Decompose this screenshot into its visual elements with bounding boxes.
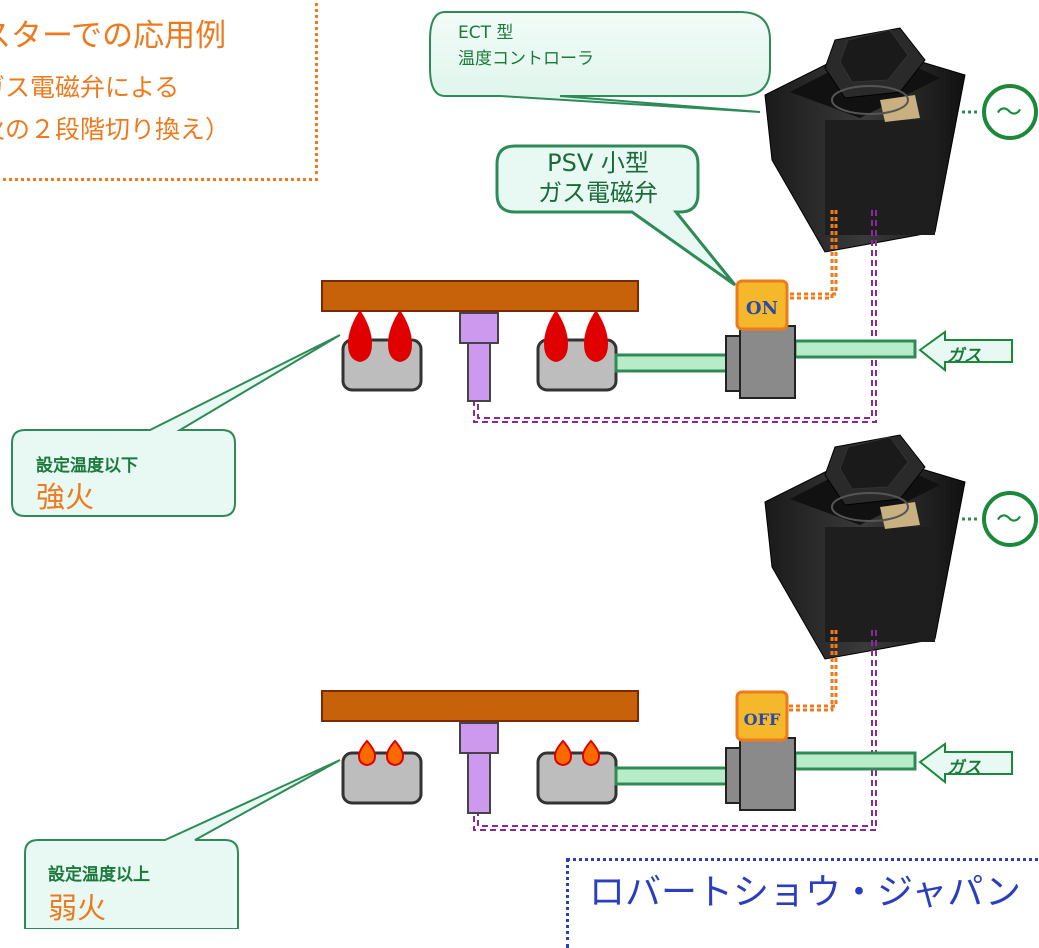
controller-callout-line-2: 温度コントローラ — [458, 49, 594, 69]
solenoid-valve-bottom — [725, 690, 796, 811]
gas-pipe-burner-top — [614, 353, 730, 373]
note-top-line-2: 強火 — [36, 480, 95, 514]
gas-pipe-inlet-bottom — [793, 751, 917, 771]
gas-arrow-bottom — [918, 742, 1013, 785]
valve-callout — [495, 144, 737, 287]
company-name: ロバートショウ・ジャパン — [589, 872, 1022, 913]
flames-weak — [357, 739, 601, 767]
title-line-2: ガス電磁弁による — [0, 73, 180, 102]
burner-right-bottom — [536, 751, 618, 805]
valve-state-label-top: ON — [745, 298, 779, 319]
ac-power-source-top — [962, 84, 1038, 140]
gas-pipe-burner-bottom — [614, 766, 730, 786]
burner-left-bottom — [341, 751, 423, 805]
ac-symbol-bottom: ～ — [996, 505, 1023, 535]
valve-callout-line-1: PSV 小型 — [547, 149, 649, 177]
gas-label-top: ガス — [947, 346, 981, 366]
note-top-line-1: 設定温度以下 — [36, 456, 138, 476]
temperature-probe-top — [459, 312, 499, 402]
temperature-controller-top — [764, 27, 966, 253]
heating-plate-top — [321, 280, 639, 312]
title-box: スターでの応用例 ガス電磁弁による 火の２段階切り換え） — [0, 0, 318, 181]
gas-label-bottom: ガス — [947, 758, 981, 778]
note-bottom-line-1: 設定温度以上 — [48, 865, 150, 885]
top-scene — [11, 27, 1038, 517]
gas-arrow-top — [918, 330, 1013, 373]
note-callout-bottom — [24, 759, 341, 929]
bottom-scene — [24, 434, 1038, 929]
controller-callout — [429, 11, 771, 113]
valve-callout-line-2: ガス電磁弁 — [538, 179, 658, 207]
company-box: ロバートショウ・ジャパン — [566, 858, 1039, 948]
ac-symbol-top: ～ — [996, 98, 1023, 128]
solenoid-valve-top — [725, 279, 796, 399]
gas-pipe-inlet-top — [793, 339, 917, 359]
heating-plate-bottom — [321, 690, 639, 722]
flames-strong — [348, 310, 608, 362]
temperature-controller-bottom — [764, 434, 966, 660]
valve-state-label-bottom: OFF — [743, 710, 781, 729]
controller-callout-line-1: ECT 型 — [458, 23, 514, 43]
note-callout-top — [11, 334, 341, 517]
title-line-3: 火の２段階切り換え） — [0, 115, 231, 144]
diagram-canvas — [11, 11, 1038, 929]
ac-power-source-bottom — [962, 491, 1038, 547]
temperature-probe-bottom — [459, 722, 499, 814]
title-line-1: スターでの応用例 — [0, 18, 227, 54]
note-bottom-line-2: 弱火 — [48, 891, 107, 925]
